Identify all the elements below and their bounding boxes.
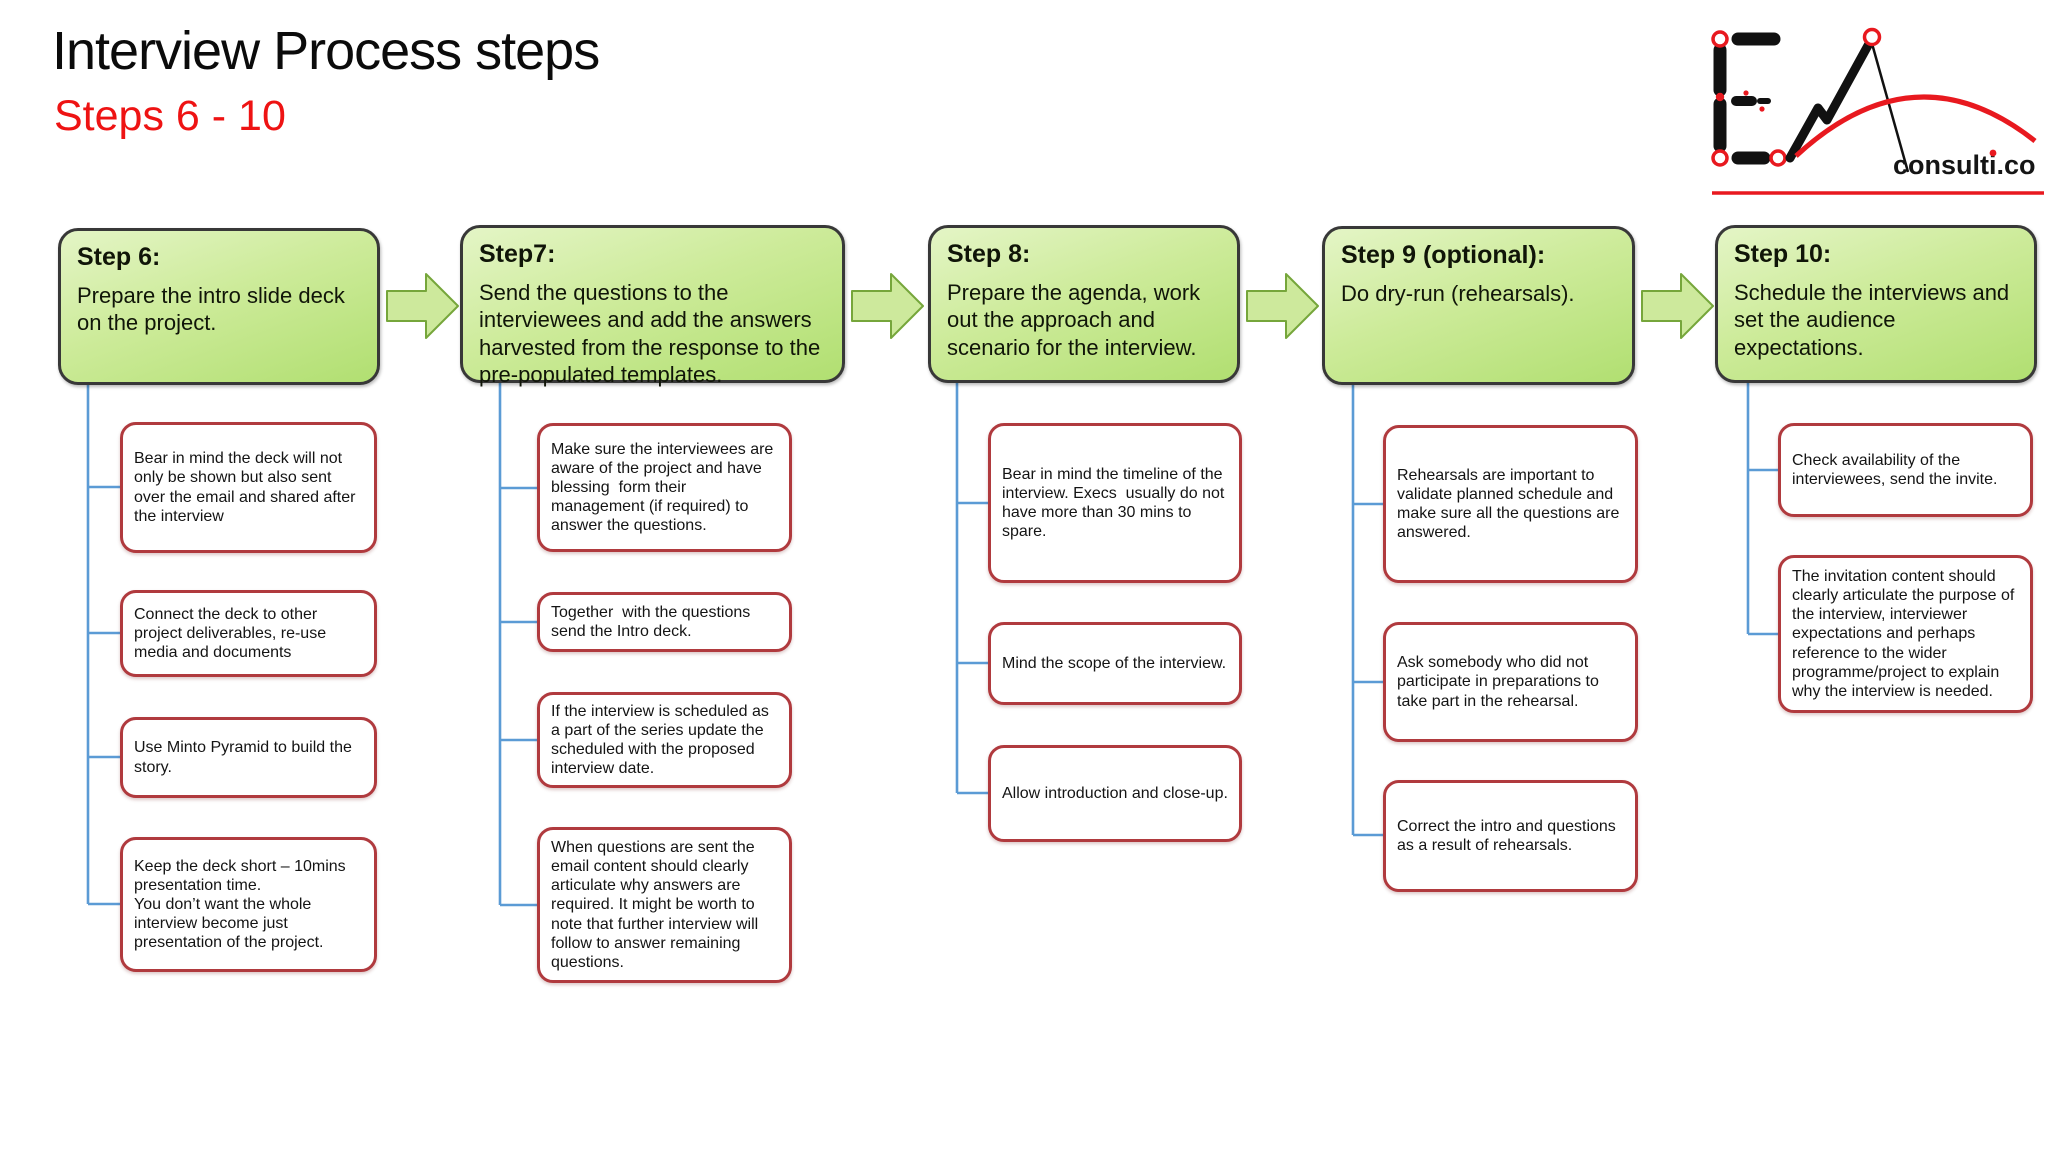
step-7-note-2: Together with the questions send the Int… (537, 592, 792, 652)
step-7-note-4: When questions are sent the email conten… (537, 827, 792, 983)
step-9-label: Step 9 (optional): (1341, 241, 1546, 269)
note-text: When questions are sent the email conten… (551, 838, 763, 971)
step-10-box: Step 10: Schedule the interviews and set… (1715, 225, 2037, 383)
step-7-box: Step7: Send the questions to the intervi… (460, 225, 845, 387)
step-7-note-1: Make sure the interviewees are aware of … (537, 423, 792, 552)
step-9-note-3: Correct the intro and questions as a res… (1383, 780, 1638, 892)
logo-brand-text: consulti.co (1893, 150, 2036, 180)
note-text: Connect the deck to other project delive… (134, 605, 331, 662)
step-10-label: Step 10: (1734, 240, 1832, 268)
page-title: Interview Process steps (52, 21, 600, 81)
step-6-box: Step 6: Prepare the intro slide deck on … (58, 228, 380, 385)
note-text: Make sure the interviewees are aware of … (551, 440, 778, 535)
step-8-label: Step 8: (947, 240, 1031, 268)
note-text: Rehearsals are important to validate pla… (1397, 466, 1624, 542)
step-10-description: Schedule the interviews and set the audi… (1734, 280, 2010, 360)
note-text: Together with the questions send the Int… (551, 603, 755, 640)
connector-step-6 (86, 385, 120, 906)
ea-logo-icon: consulti.co (1711, 27, 2044, 195)
step-7-label: Step7: (479, 240, 556, 268)
step-6-note-1: Bear in mind the deck will not only be s… (120, 422, 377, 553)
note-text: Keep the deck short – 10mins presentatio… (134, 857, 346, 952)
note-text: Ask somebody who did not participate in … (1397, 654, 1604, 710)
step-10-note-1: Check availability of the interviewees, … (1778, 423, 2033, 517)
note-text: Bear in mind the deck will not only be s… (134, 450, 360, 525)
step-9-note-1: Rehearsals are important to validate pla… (1383, 425, 1638, 583)
note-text: Use Minto Pyramid to build the story. (134, 739, 357, 776)
note-text: Correct the intro and questions as a res… (1397, 817, 1621, 854)
page-subtitle: Steps 6 - 10 (54, 92, 286, 140)
note-text: Mind the scope of the interview. (1002, 654, 1227, 672)
arrow-right-icon (1641, 273, 1714, 339)
step-8-note-3: Allow introduction and close-up. (988, 745, 1242, 842)
note-text: Check availability of the interviewees, … (1792, 451, 1998, 488)
step-10-note-2: The invitation content should clearly ar… (1778, 555, 2033, 713)
arrow-right-icon (851, 273, 924, 339)
arrow-right-icon (1246, 273, 1319, 339)
note-text: Bear in mind the timeline of the intervi… (1002, 465, 1229, 541)
step-6-note-4: Keep the deck short – 10mins presentatio… (120, 837, 377, 972)
step-6-note-3: Use Minto Pyramid to build the story. (120, 717, 377, 798)
step-8-description: Prepare the agenda, work out the approac… (947, 280, 1201, 360)
step-8-note-2: Mind the scope of the interview. (988, 622, 1242, 705)
step-9-description: Do dry-run (rehearsals). (1341, 281, 1575, 306)
ea-consulting-logo: consulti.co (1700, 6, 2048, 198)
connector-step-9 (1351, 385, 1383, 837)
connector-step-8 (955, 383, 988, 795)
step-6-note-2: Connect the deck to other project delive… (120, 590, 377, 677)
connector-step-10 (1746, 383, 1778, 636)
step-6-label: Step 6: (77, 243, 161, 271)
note-text: The invitation content should clearly ar… (1792, 567, 2019, 700)
step-7-note-3: If the interview is scheduled as a part … (537, 692, 792, 788)
step-7-description: Send the questions to the interviewees a… (479, 280, 821, 387)
note-text: Allow introduction and close-up. (1002, 784, 1228, 802)
step-8-box: Step 8: Prepare the agenda, work out the… (928, 225, 1240, 383)
step-9-box: Step 9 (optional): Do dry-run (rehearsal… (1322, 226, 1635, 385)
step-8-note-1: Bear in mind the timeline of the intervi… (988, 423, 1242, 583)
step-9-note-2: Ask somebody who did not participate in … (1383, 622, 1638, 742)
step-6-description: Prepare the intro slide deck on the proj… (77, 283, 345, 336)
arrow-right-icon (386, 273, 459, 339)
note-text: If the interview is scheduled as a part … (551, 702, 774, 778)
connector-step-7 (498, 383, 537, 907)
